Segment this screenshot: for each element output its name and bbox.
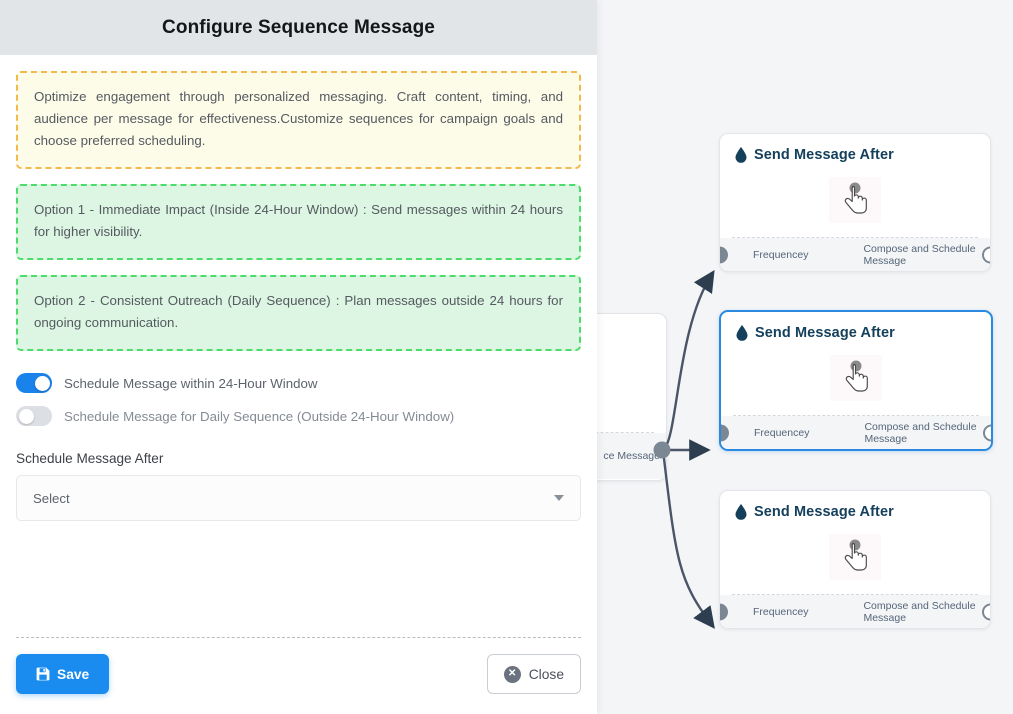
node-title-3: Send Message After	[754, 504, 894, 520]
toggle-row-within-24h[interactable]: Schedule Message within 24-Hour Window	[16, 373, 581, 393]
node-title-row-1: Send Message After	[720, 134, 990, 163]
schedule-after-label: Schedule Message After	[16, 451, 164, 466]
toggle-switch-daily-sequence[interactable]	[16, 406, 52, 426]
node-title-row-3: Send Message After	[720, 491, 990, 520]
node-source-handle-2[interactable]	[983, 424, 991, 441]
toggle-switch-within-24h[interactable]	[16, 373, 52, 393]
node-source-handle-3[interactable]	[982, 603, 990, 620]
node-divider-2	[733, 415, 979, 416]
chevron-down-icon	[554, 495, 564, 501]
toggle-knob	[34, 375, 50, 391]
node-footer-right-3: Compose and Schedule Message	[863, 599, 976, 624]
node-source-handle-1[interactable]	[982, 246, 990, 263]
node-footer-right-2: Compose and Schedule Message	[864, 420, 977, 445]
node-title-1: Send Message After	[754, 147, 894, 163]
node-footer-left-1: Frequencey	[753, 248, 809, 261]
modal-footer: Save ✕ Close	[16, 637, 581, 714]
node-body-2	[721, 341, 991, 415]
water-drop-icon	[735, 504, 747, 520]
hand-pointer-icon-3	[829, 534, 881, 580]
toggle-knob	[18, 408, 34, 424]
option-1-text: Option 1 - Immediate Impact (Inside 24-H…	[34, 202, 563, 239]
flow-node-send-message-after-1[interactable]: Send Message After Frequencey Compose an…	[719, 133, 991, 272]
node-title-row-2: Send Message After	[721, 312, 991, 341]
node-footer-left-3: Frequencey	[753, 605, 809, 618]
toggle-group: Schedule Message within 24-Hour Window S…	[16, 373, 581, 426]
clipped-node-footer-label: ce Message	[603, 450, 660, 462]
node-body-3	[720, 520, 990, 594]
water-drop-icon	[735, 147, 747, 163]
node-footer-3: Frequencey Compose and Schedule Message	[720, 595, 990, 628]
save-floppy-icon	[36, 667, 50, 681]
node-target-handle-2[interactable]	[721, 424, 729, 441]
node-target-handle-3[interactable]	[720, 603, 728, 620]
flow-node-send-message-after-3[interactable]: Send Message After Frequencey Compose an…	[719, 490, 991, 629]
option-1-box: Option 1 - Immediate Impact (Inside 24-H…	[16, 184, 581, 260]
node-footer-left-2: Frequencey	[754, 426, 810, 439]
toggle-row-daily-sequence[interactable]: Schedule Message for Daily Sequence (Out…	[16, 406, 581, 426]
configure-sequence-modal: Configure Sequence Message Optimize enga…	[0, 0, 597, 714]
node-footer-1: Frequencey Compose and Schedule Message	[720, 238, 990, 271]
close-button-label: Close	[528, 666, 564, 682]
close-button[interactable]: ✕ Close	[486, 654, 581, 694]
option-2-text: Option 2 - Consistent Outreach (Daily Se…	[34, 293, 563, 330]
clipped-node-divider	[550, 432, 654, 433]
schedule-after-value: Select	[33, 490, 70, 506]
node-title-2: Send Message After	[755, 325, 895, 341]
hand-pointer-icon-2	[830, 355, 882, 401]
node-footer-2: Frequencey Compose and Schedule Message	[721, 416, 991, 449]
modal-body: Optimize engagement through personalized…	[0, 55, 597, 637]
toggle-label-within-24h: Schedule Message within 24-Hour Window	[64, 375, 318, 391]
flow-node-send-message-after-2[interactable]: Send Message After Frequencey Compose an…	[719, 310, 993, 451]
option-2-box: Option 2 - Consistent Outreach (Daily Se…	[16, 275, 581, 351]
node-body-1	[720, 163, 990, 237]
info-note-text: Optimize engagement through personalized…	[34, 89, 563, 148]
node-target-handle-1[interactable]	[720, 246, 728, 263]
water-drop-icon	[736, 325, 748, 341]
info-note-box: Optimize engagement through personalized…	[16, 71, 581, 169]
node-footer-right-1: Compose and Schedule Message	[863, 242, 976, 267]
modal-header: Configure Sequence Message	[0, 0, 597, 55]
schedule-after-select[interactable]: Select	[16, 475, 581, 521]
page-title: Configure Sequence Message	[162, 16, 435, 38]
save-button-label: Save	[57, 666, 90, 682]
toggle-label-daily-sequence: Schedule Message for Daily Sequence (Out…	[64, 408, 455, 424]
save-button[interactable]: Save	[16, 654, 110, 694]
hand-pointer-icon-1	[829, 177, 881, 223]
node-divider-1	[732, 237, 978, 238]
node-divider-3	[732, 594, 978, 595]
circle-x-icon: ✕	[503, 665, 521, 683]
